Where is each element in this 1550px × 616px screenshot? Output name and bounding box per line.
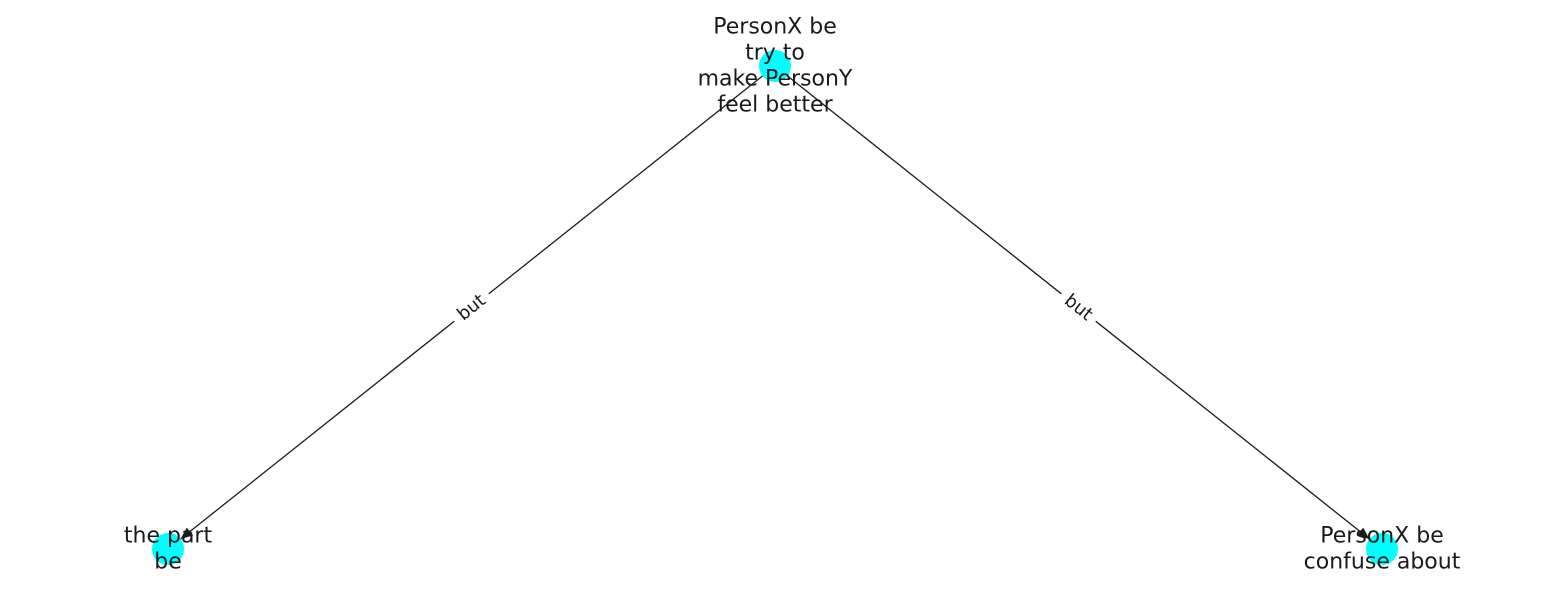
node-label-line: PersonX be (1320, 524, 1444, 549)
node-label-line: make PersonY (698, 67, 853, 92)
node-label-line: feel better (717, 93, 833, 118)
arrow-head-top-right (1356, 527, 1370, 540)
node-label-line: the part (124, 524, 213, 549)
node-label-line: try to (745, 41, 805, 66)
node-right (1366, 533, 1398, 565)
node-label-line: PersonX be (713, 15, 837, 40)
node-label-line: confuse about (1304, 550, 1461, 575)
edges-layer: but but (180, 65, 1370, 540)
edge-label-top-left: but (445, 282, 497, 331)
edge-label-top-right: but (1053, 282, 1105, 331)
node-label-line: be (154, 550, 182, 575)
edge-label-background (445, 282, 497, 331)
nodes-layer (152, 50, 1398, 565)
node-left (152, 533, 184, 565)
node-top (759, 50, 791, 82)
arrow-head-top-left (180, 527, 194, 540)
edge-label-background (1053, 282, 1105, 331)
